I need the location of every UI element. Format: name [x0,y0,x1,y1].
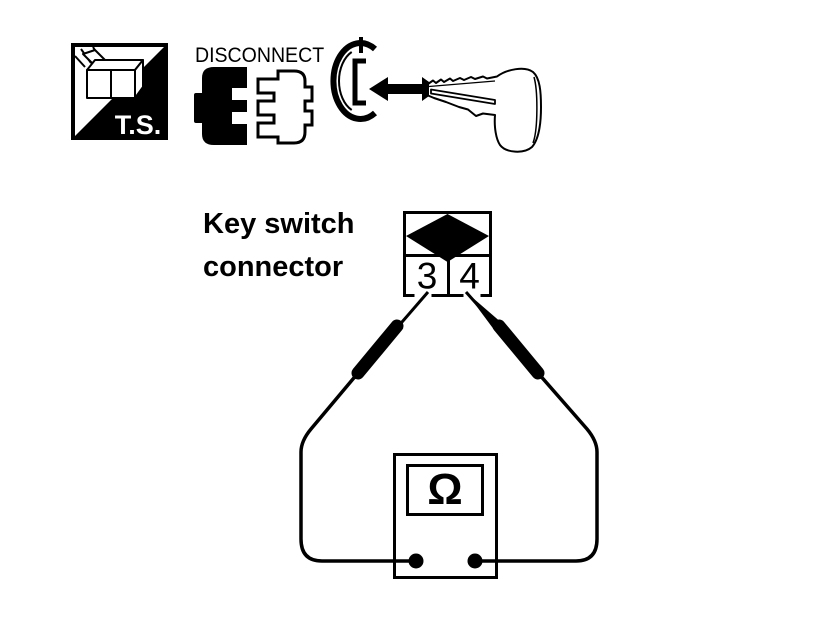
connector-keying-diamond [406,214,489,262]
pin-3-label: 3 [417,256,438,297]
right-probe-tip [466,292,503,331]
left-probe-tip [392,292,428,331]
left-probe-body [351,319,404,380]
disconnect-connectors-art [194,67,314,145]
ohm-symbol: Ω [427,465,463,514]
label-line-1: Key switch [203,208,355,240]
disconnect-icon: DISCONNECT [194,44,324,150]
female-connector-shape [256,69,314,145]
disconnect-icon-label: DISCONNECT [195,44,325,67]
double-arrow-icon [369,77,439,101]
connector-art [74,46,144,99]
lock-cylinder-art [330,37,378,122]
key-art [427,67,542,153]
ts-icon: T.S. [71,43,168,140]
key-switch-connector-diagram: 3 4 [403,211,492,297]
label-line-2: connector [203,251,344,283]
ts-icon-label: T.S. [115,110,162,140]
pin-4-label: 4 [459,256,480,297]
key-switch-connector-label: Key switch connector [203,203,355,289]
ohmmeter-display: Ω [406,464,484,516]
male-connector-shape [194,67,247,145]
key-insert-remove-icon [330,37,542,153]
ohmmeter: Ω [393,453,498,579]
right-probe-body [492,319,545,380]
